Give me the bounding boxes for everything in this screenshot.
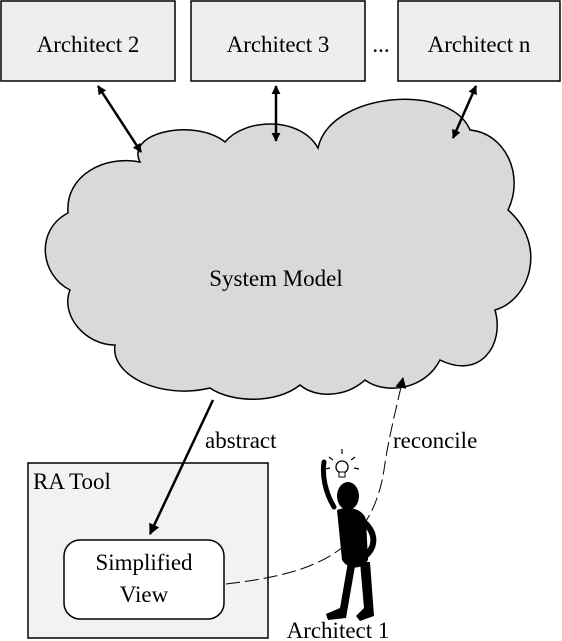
- reconcile-label: reconcile: [393, 428, 477, 453]
- architect-2-link-arrow: [96, 85, 143, 153]
- architect-3-label: Architect 3: [227, 32, 330, 57]
- system-model-cloud: System Model: [44, 98, 532, 400]
- ra-tool-title: RA Tool: [33, 469, 111, 494]
- abstract-arrow: [148, 399, 215, 535]
- ellipsis-label: ...: [372, 32, 389, 57]
- system-model-label: System Model: [209, 266, 343, 291]
- architect-1-figure: Architect 1: [287, 449, 390, 641]
- architect-2-box: Architect 2: [0, 0, 176, 82]
- reconcile-arrow: [225, 376, 407, 585]
- simplified-view-line1: Simplified: [95, 550, 193, 575]
- architect-n-box: Architect n: [397, 0, 561, 82]
- simplified-view-box: Simplified View: [63, 539, 225, 620]
- abstract-label: abstract: [205, 428, 277, 453]
- architect-3-box: Architect 3: [190, 0, 366, 82]
- architect-2-label: Architect 2: [37, 32, 140, 57]
- architect-1-label: Architect 1: [287, 618, 390, 641]
- architect-n-link-arrow: [451, 85, 478, 139]
- lightbulb-icon: [324, 449, 360, 478]
- simplified-view-line2: View: [120, 582, 169, 607]
- architect-n-label: Architect n: [428, 32, 531, 57]
